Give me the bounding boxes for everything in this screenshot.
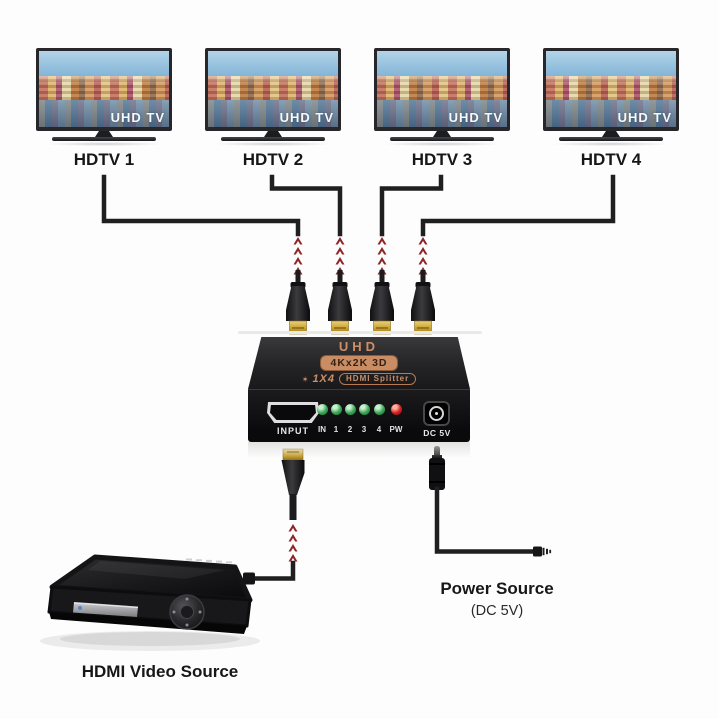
dc-plug-icon	[429, 458, 445, 490]
screen-sky	[546, 51, 676, 79]
tv-screen: UHD TV	[205, 48, 341, 131]
player-top-buttons	[186, 558, 232, 564]
media-player-illustration	[40, 554, 260, 651]
cable-hdtv1	[101, 174, 301, 237]
led-label-4: 4	[376, 425, 382, 434]
tv-stand-neck	[95, 131, 113, 137]
label-hdtv2: HDTV 2	[242, 150, 304, 169]
led-label-pw: PW	[389, 425, 403, 434]
dc-jack-ring	[429, 406, 444, 421]
screen-brand-text: UHD TV	[617, 110, 672, 125]
led-out2	[344, 404, 356, 415]
cable-hdtv3	[379, 174, 444, 237]
splitter-reflection	[248, 442, 470, 458]
tv-shadow	[384, 142, 500, 146]
tv-shadow	[215, 142, 331, 146]
tv-shadow	[553, 142, 669, 146]
tv-hdtv1: UHD TV	[36, 48, 172, 146]
screen-village	[39, 76, 169, 100]
hdmi-input-port	[267, 402, 319, 423]
led-in	[316, 404, 328, 415]
caption-power-source: Power Source	[440, 579, 554, 598]
screen-sky	[39, 51, 169, 79]
cable-connector-nub	[243, 572, 255, 585]
hdmi-splitter-device: UHD 4Kx2K 3D ✶ 1X4 HDMI Splitter INPUT I…	[248, 337, 470, 458]
screen-brand-text: UHD TV	[448, 110, 503, 125]
label-hdtv3: HDTV 3	[411, 150, 473, 169]
screen-brand-text: UHD TV	[110, 110, 165, 125]
cable-hdtv2	[269, 174, 343, 237]
splitter-product-name: HDMI Splitter	[339, 373, 417, 385]
tv-hdtv2: UHD TV	[205, 48, 341, 146]
tv-screen: UHD TV	[374, 48, 510, 131]
power-cord	[429, 446, 552, 557]
input-port-label: INPUT	[277, 426, 309, 436]
bluray-indicator	[78, 606, 82, 610]
star-icon: ✶	[301, 374, 309, 384]
hdmi-plug-icon	[327, 269, 353, 335]
tv-stand-neck	[264, 131, 282, 137]
splitter-product-line: ✶ 1X4 HDMI Splitter	[302, 373, 417, 385]
caption-power-voltage: (DC 5V)	[470, 603, 524, 619]
output-cable-routes	[101, 174, 616, 237]
splitter-title: UHD	[338, 339, 380, 354]
dc-power-jack	[423, 401, 450, 426]
label-hdtv1: HDTV 1	[73, 150, 135, 169]
input-hdmi-cable	[243, 448, 305, 585]
led-out4	[373, 404, 385, 415]
hdmi-plug-icon	[281, 460, 305, 495]
screen-sky	[208, 51, 338, 79]
screen-sky	[377, 51, 507, 79]
splitter-front-panel: INPUT IN 1 2 3 4 PW DC 5V	[248, 389, 470, 442]
led-label-2: 2	[347, 425, 353, 434]
dc-jack-label: DC 5V	[423, 428, 451, 438]
tv-stand-base	[221, 137, 325, 141]
screen-water	[377, 99, 507, 127]
screen-village	[377, 76, 507, 100]
signal-direction-chevrons	[293, 237, 428, 275]
hdmi-port-cavity	[270, 405, 316, 420]
tv-hdtv3: UHD TV	[374, 48, 510, 146]
disc-tray	[73, 602, 138, 617]
tv-hdtv4: UHD TV	[543, 48, 679, 146]
screen-water	[546, 99, 676, 127]
tv-stand-neck	[602, 131, 620, 137]
led-label-1: 1	[333, 425, 339, 434]
splitter-resolution-badge: 4Kx2K 3D	[320, 355, 398, 371]
screen-water	[208, 99, 338, 127]
tv-screen: UHD TV	[36, 48, 172, 131]
dc-jack-pin	[435, 412, 438, 415]
tv-stand-base	[559, 137, 663, 141]
power-cord-end-connector	[533, 546, 552, 557]
screen-brand-text: UHD TV	[279, 110, 334, 125]
photo-backdrop-edge	[238, 331, 482, 334]
tv-stand-base	[390, 137, 494, 141]
label-hdtv4: HDTV 4	[580, 150, 642, 169]
tv-shadow	[46, 142, 162, 146]
hdmi-plug-icon	[285, 269, 311, 335]
cable-hdtv4	[420, 174, 616, 237]
tv-stand-base	[52, 137, 156, 141]
hdmi-plug-icon	[410, 269, 436, 335]
led-power	[390, 404, 402, 415]
screen-village	[546, 76, 676, 100]
tv-stand-neck	[433, 131, 451, 137]
hdmi-plug-icon	[369, 269, 395, 335]
caption-hdmi-video-source: HDMI Video Source	[81, 662, 239, 681]
tv-screen: UHD TV	[543, 48, 679, 131]
led-label-in: IN	[318, 425, 326, 434]
led-out1	[330, 404, 342, 415]
splitter-top-face: UHD 4Kx2K 3D ✶ 1X4 HDMI Splitter	[248, 337, 470, 389]
screen-water	[39, 99, 169, 127]
led-label-3: 3	[361, 425, 367, 434]
screen-village	[208, 76, 338, 100]
splitter-ratio: 1X4	[312, 373, 336, 385]
led-out3	[358, 404, 370, 415]
